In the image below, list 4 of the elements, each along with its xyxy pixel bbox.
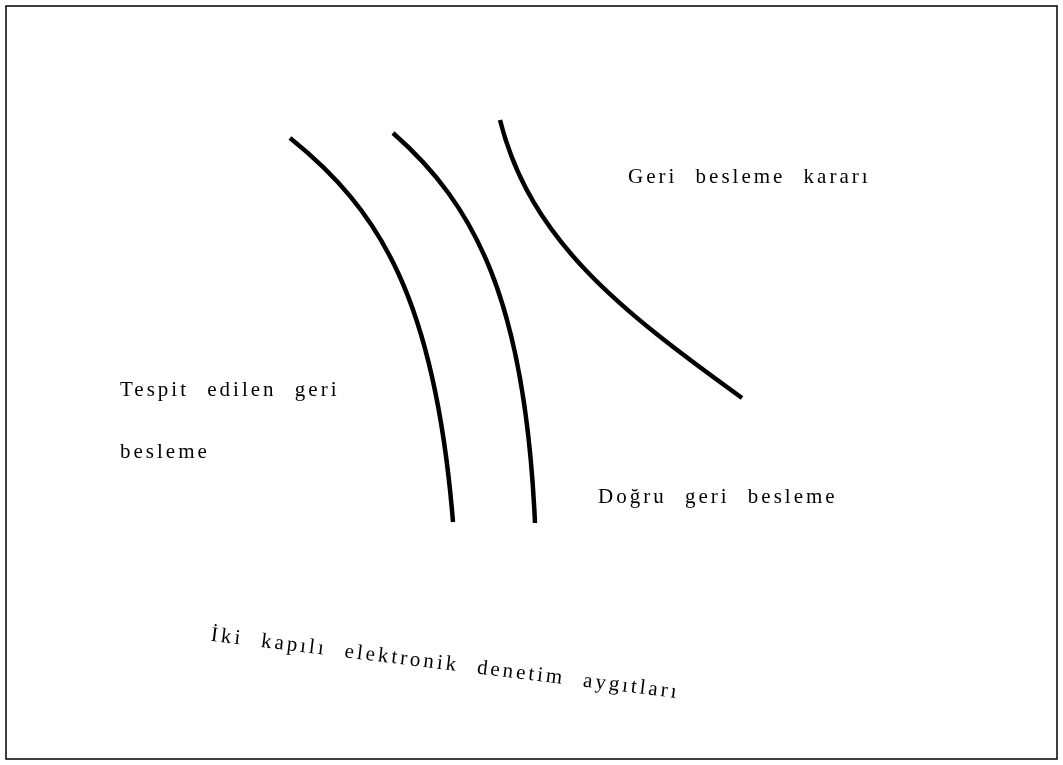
- text-label: Tespit edilen geri besleme: [120, 376, 341, 465]
- text-label: Doğru geri besleme: [598, 483, 839, 510]
- text-label: İki kapılı elektronik denetim aygıtları: [208, 620, 683, 706]
- text-label: Geri besleme kararı: [628, 163, 872, 190]
